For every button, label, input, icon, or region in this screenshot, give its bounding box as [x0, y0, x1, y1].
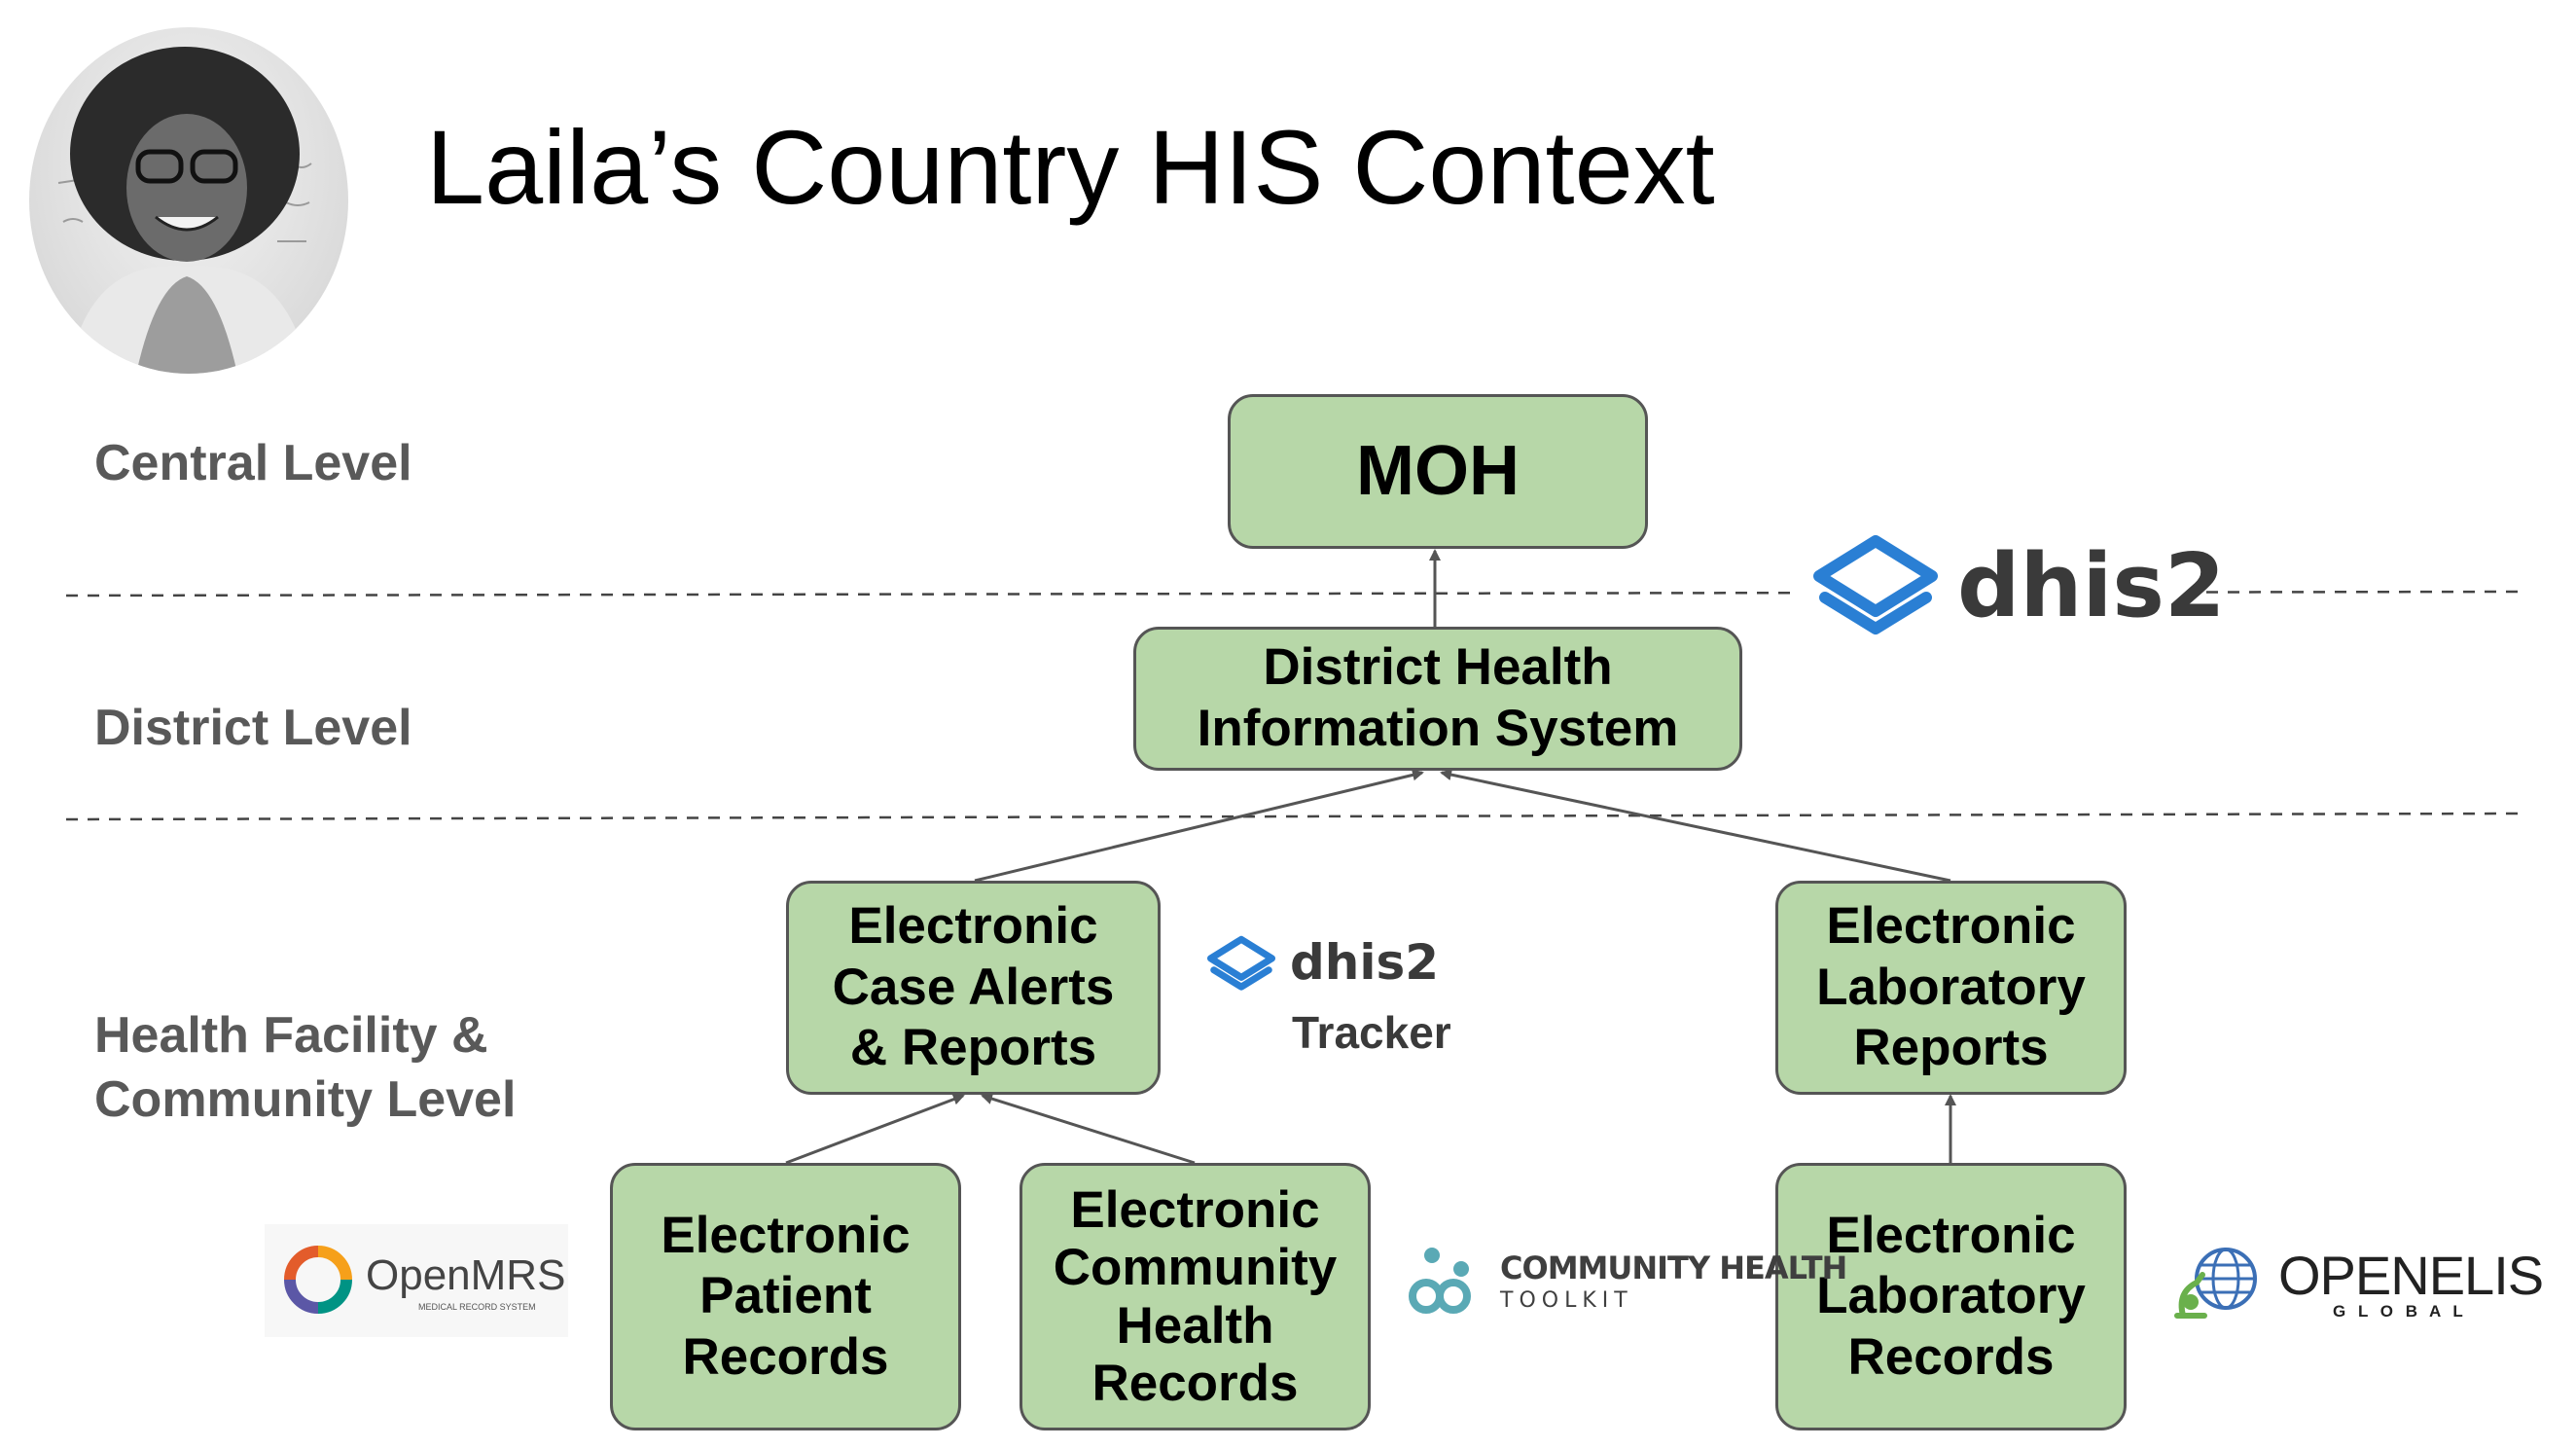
- arrow-chw-to-case-alerts: [981, 1093, 1196, 1165]
- cht-wordmark-line1: COMMUNITY HEALTH: [1500, 1249, 1847, 1286]
- node-case-alerts: Electronic Case Alerts & Reports: [786, 881, 1161, 1095]
- cht-wordmark-line2: TOOLKIT: [1500, 1288, 1633, 1313]
- node-patient-records: Electronic Patient Records: [610, 1163, 961, 1430]
- level-label-central: Central Level: [94, 435, 412, 491]
- node-lab-reports-line: Laboratory: [1816, 958, 2086, 1016]
- node-lab-records-line: Laboratory: [1816, 1267, 2086, 1325]
- node-chw-records-line: Community: [1053, 1239, 1338, 1297]
- openelis-subtitle: G L O B A L: [2333, 1302, 2467, 1321]
- openelis-logo: OPENELIS G L O B A L: [2169, 1236, 2558, 1329]
- node-chw-records-line: Health: [1116, 1296, 1274, 1355]
- openelis-wordmark: OPENELIS: [2278, 1245, 2544, 1306]
- avatar: [29, 27, 348, 374]
- dhis2-tracker-wordmark: dhis2: [1290, 934, 1440, 991]
- cht-logo: COMMUNITY HEALTH TOOLKIT: [1403, 1240, 1847, 1327]
- node-case-alerts-line: & Reports: [849, 1019, 1097, 1077]
- node-patient-records-line: Records: [682, 1327, 889, 1386]
- dhis2-tracker-logo: dhis2 Tracker: [1204, 932, 1486, 1068]
- node-case-alerts-line: Electronic: [848, 897, 1098, 956]
- separator-district-facility: [65, 812, 2521, 821]
- node-lab-reports: Electronic Laboratory Reports: [1775, 881, 2127, 1095]
- level-label-facility-line1: Health Facility &: [94, 1007, 488, 1064]
- dhis2-logo: dhis2: [1792, 531, 2226, 648]
- level-label-facility-line2: Community Level: [94, 1070, 517, 1128]
- node-chw-records: Electronic Community Health Records: [1020, 1163, 1371, 1430]
- openmrs-icon: [284, 1246, 352, 1314]
- arrow-lab-reports-to-dhis: [1440, 769, 1951, 883]
- node-chw-records-line: Electronic: [1070, 1180, 1320, 1239]
- node-case-alerts-line: Case Alerts: [832, 958, 1115, 1016]
- dhis2-icon: [1813, 535, 1938, 634]
- node-patient-records-line: Electronic: [661, 1206, 911, 1264]
- node-district-his-line: District Health: [1263, 638, 1613, 697]
- node-lab-reports-line: Electronic: [1826, 897, 2076, 956]
- node-district-his: District Health Information System: [1133, 627, 1742, 771]
- openelis-globe-icon: [2174, 1248, 2257, 1319]
- openmrs-logo: OpenMRS MEDICAL RECORD SYSTEM: [265, 1224, 568, 1337]
- openmrs-wordmark: OpenMRS: [366, 1251, 566, 1299]
- page-title: Laila’s Country HIS Context: [426, 108, 1715, 226]
- node-lab-records: Electronic Laboratory Records: [1775, 1163, 2127, 1430]
- node-lab-records-line: Electronic: [1826, 1206, 2076, 1264]
- level-label-district: District Level: [94, 700, 412, 756]
- node-moh-line: MOH: [1356, 432, 1520, 511]
- cht-icon: [1409, 1248, 1472, 1314]
- arrow-case-alerts-to-dhis: [974, 769, 1424, 883]
- node-moh: MOH: [1228, 394, 1648, 549]
- openmrs-subtitle: MEDICAL RECORD SYSTEM: [418, 1302, 536, 1312]
- dhis2-tracker-icon: [1206, 935, 1276, 991]
- node-chw-records-line: Records: [1091, 1354, 1299, 1412]
- level-label-facility: Health Facility & Community Level: [94, 1004, 516, 1132]
- tracker-label: Tracker: [1292, 1007, 1451, 1058]
- node-lab-reports-line: Reports: [1853, 1019, 2049, 1077]
- node-lab-records-line: Records: [1847, 1327, 2055, 1386]
- node-patient-records-line: Patient: [699, 1267, 872, 1325]
- arrow-patient-to-case-alerts: [785, 1093, 965, 1165]
- node-district-his-line: Information System: [1197, 700, 1679, 757]
- dhis2-wordmark: dhis2: [1957, 535, 2226, 637]
